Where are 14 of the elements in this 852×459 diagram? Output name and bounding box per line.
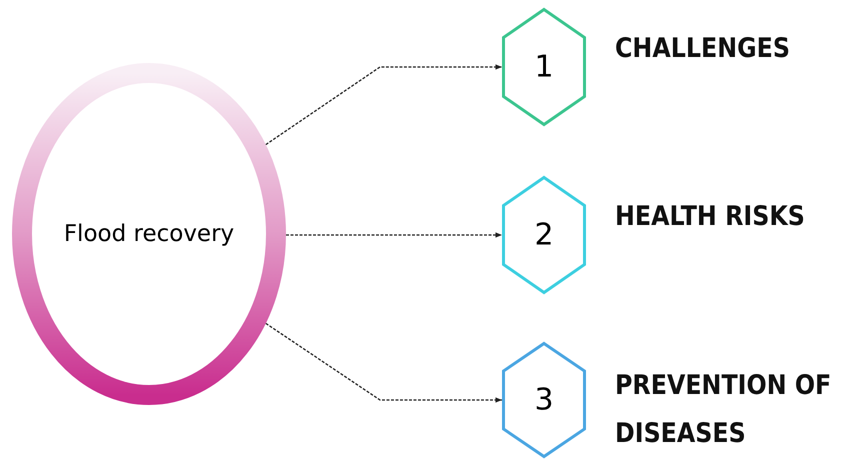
step-title: CHALLENGES	[615, 32, 791, 66]
number-hexagon	[502, 8, 586, 126]
center-label: Flood recovery	[62, 221, 236, 247]
step-number: 1	[533, 50, 555, 84]
dashed-arrow	[286, 232, 502, 238]
number-hexagon	[502, 342, 586, 458]
dashed-arrow	[265, 64, 502, 146]
step-title: HEALTH RISKS	[615, 200, 806, 234]
number-hexagon	[502, 176, 586, 294]
step-title: PREVENTION OF DISEASES	[615, 369, 832, 451]
dashed-arrow	[265, 322, 502, 403]
step-number: 2	[533, 218, 555, 252]
ring-ellipse	[12, 63, 286, 405]
step-number: 3	[533, 382, 555, 418]
